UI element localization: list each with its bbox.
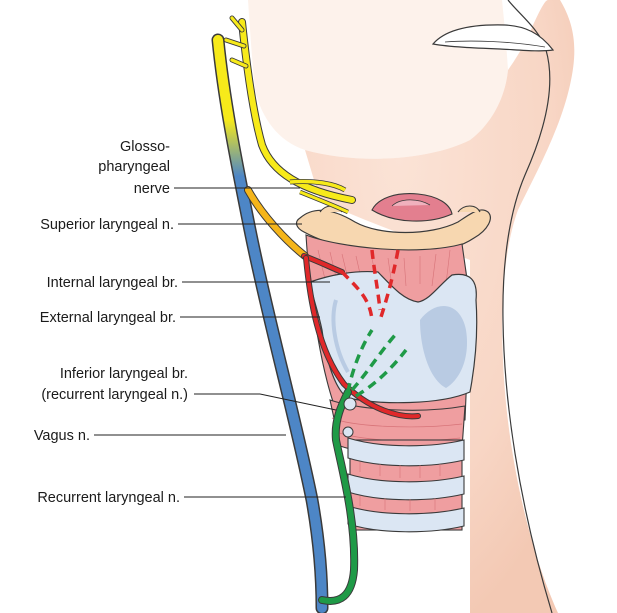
label-superior-laryngeal: Superior laryngeal n. — [40, 217, 174, 233]
trachea — [347, 437, 465, 533]
leader-lines — [94, 187, 346, 498]
label-recurrent-laryngeal: Recurrent laryngeal n. — [37, 490, 180, 506]
label-internal-laryngeal: Internal laryngeal br. — [47, 275, 178, 291]
glossopharyngeal-nerve — [223, 15, 356, 215]
label-inferior-laryngeal-line2: (recurrent laryngeal n.) — [41, 387, 188, 403]
label-glossopharyngeal-line3: nerve — [134, 181, 170, 197]
superior-laryngeal-nerve — [301, 249, 421, 420]
neck-skin — [248, 0, 575, 613]
label-glossopharyngeal-line1: Glosso- — [120, 139, 170, 155]
label-inferior-laryngeal-line1: Inferior laryngeal br. — [60, 366, 188, 382]
label-vagus: Vagus n. — [34, 428, 90, 444]
label-external-laryngeal: External laryngeal br. — [40, 310, 176, 326]
recurrent-laryngeal-nerve — [318, 329, 408, 605]
vagus-nerve — [211, 33, 329, 613]
label-glossopharyngeal-line2: pharyngeal — [98, 159, 170, 175]
epiglottis — [371, 193, 453, 222]
labels: Glosso- pharyngeal nerve Superior laryng… — [34, 139, 188, 506]
